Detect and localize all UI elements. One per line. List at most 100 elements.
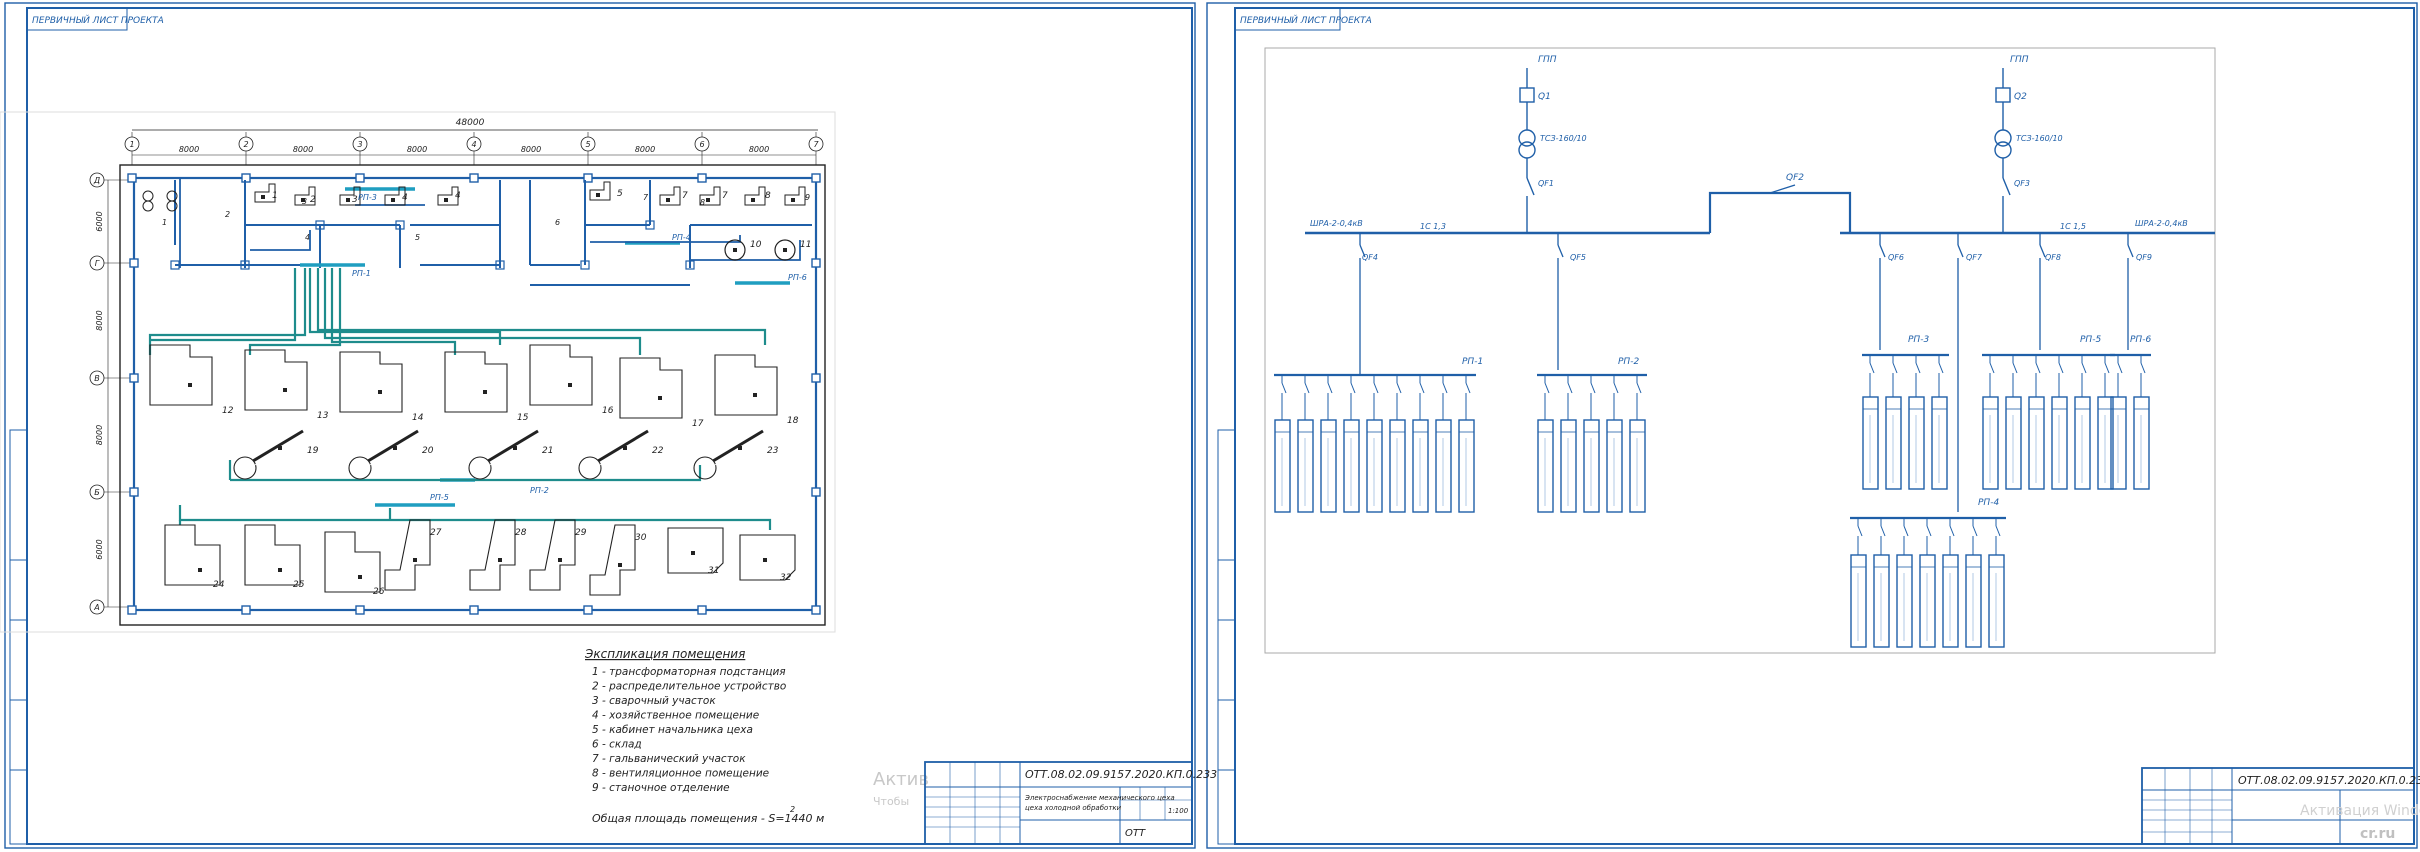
machine-outline <box>744 186 766 206</box>
column-axis-label: 7 <box>813 140 819 149</box>
load-box <box>1560 419 1577 513</box>
breaker-blade <box>2039 244 2046 258</box>
load-box <box>2028 396 2045 490</box>
equipment-number-label: 12 <box>222 406 234 416</box>
equipment-connection-point <box>413 558 417 562</box>
area-note: Общая площадь помещения - S=1440 м <box>592 812 824 825</box>
load-box <box>1988 554 2005 648</box>
room-number-label: 6 <box>555 218 560 227</box>
legend-item: 8 - вентиляционное помещение <box>592 768 769 780</box>
tr2-label: ТСЗ-160/10 <box>2016 134 2063 143</box>
title-block-1 <box>924 761 1193 845</box>
equipment-connection-point <box>666 198 670 202</box>
equipment-number-label: 28 <box>515 528 527 538</box>
load-box <box>1412 419 1429 513</box>
panel-breaker <box>2058 362 2064 374</box>
column-axis-label: 5 <box>585 140 590 149</box>
panel-breaker <box>1613 382 1619 394</box>
equipment-connection-point <box>393 446 397 450</box>
gpp1-label: ГПП <box>1538 55 1557 65</box>
room-number-label: 4 <box>305 233 310 242</box>
rp2-label: РП-2 <box>1618 357 1639 367</box>
load-box <box>1343 419 1360 513</box>
row-axis-label: Г <box>95 259 100 268</box>
equipment-number-label: 21 <box>542 446 553 456</box>
equipment-connection-point <box>261 195 265 199</box>
room-number-label: 1 <box>162 218 167 227</box>
busbars <box>300 187 790 507</box>
equipment-connection-point <box>278 446 282 450</box>
building-column <box>129 373 139 383</box>
panel-breaker <box>1857 525 1863 537</box>
row-axis-label: В <box>94 374 100 383</box>
equipment-connection-point <box>378 390 382 394</box>
building-column <box>697 605 707 615</box>
equipment-number-label: 10 <box>750 240 762 250</box>
building-column <box>811 173 821 183</box>
sheet1-frame <box>4 2 1196 849</box>
legend-item: 1 - трансформаторная подстанция <box>592 666 786 678</box>
row-axis-marker <box>89 255 105 271</box>
machine-outline <box>739 534 796 581</box>
machine-outline <box>589 181 611 201</box>
qf8-label: QF8 <box>2045 253 2061 262</box>
equipment-number-label: 13 <box>317 411 329 421</box>
panel-breaker <box>1949 525 1955 537</box>
sheet1-stamp: ПЕРВИЧНЫЙ ЛИСТ ПРОЕКТА <box>32 14 164 26</box>
machine-outline <box>324 531 381 593</box>
qf9-label: QF9 <box>2136 253 2152 262</box>
equipment-number-label: 31 <box>708 566 719 576</box>
panel-breaker <box>1442 382 1448 394</box>
column-axis-marker <box>580 136 596 152</box>
equipment-connection-point <box>498 558 502 562</box>
title-org-1: ОТТ <box>1125 828 1146 839</box>
load-box <box>1942 554 1959 648</box>
equipment-connection-point <box>658 396 662 400</box>
panel-breaker <box>1350 382 1356 394</box>
rp4-label: РП-4 <box>1978 498 1999 508</box>
building-column <box>697 173 707 183</box>
cable-routes <box>148 268 772 530</box>
panel-breaker <box>1373 382 1379 394</box>
title-block-2 <box>2141 767 2415 845</box>
qf5-label: QF5 <box>1570 253 1586 262</box>
panel-breaker <box>1281 382 1287 394</box>
column-axis-label: 1 <box>129 140 134 149</box>
building-column <box>355 605 365 615</box>
title-desc-1a: Электроснабжение механического цеха <box>1024 794 1175 802</box>
row-axis-label: Д <box>93 176 100 185</box>
equipment-connection-point <box>198 568 202 572</box>
equipment-connection-point <box>483 390 487 394</box>
q1-label: Q1 <box>1538 92 1551 102</box>
panel-breaker <box>1396 382 1402 394</box>
machine-outline <box>254 183 276 203</box>
column-axis-marker <box>808 136 824 152</box>
panel-breaker <box>1995 525 2001 537</box>
building-column <box>355 173 365 183</box>
machine-outline <box>469 519 516 591</box>
dimension-span-label: 8000 <box>749 145 769 154</box>
panel-breaker <box>1880 525 1886 537</box>
dimension-span-label: 8000 <box>635 145 655 154</box>
equipment-number-label: 2 <box>310 195 316 205</box>
load-box <box>2097 396 2114 490</box>
equipment-number-label: 16 <box>602 406 614 416</box>
load-box <box>1606 419 1623 513</box>
building-column <box>241 605 251 615</box>
row-span-label: 8000 <box>95 425 104 445</box>
dim-total: 48000 <box>456 118 485 128</box>
legend-item: 2 - распределительное устройство <box>592 681 786 693</box>
machine-outline <box>384 519 431 591</box>
load-box <box>2110 396 2127 490</box>
machine-outline <box>714 354 778 416</box>
equipment-number-label: 29 <box>575 528 587 538</box>
dimension-span-label: 8000 <box>407 145 427 154</box>
panel-breaker <box>1327 382 1333 394</box>
panel-breaker <box>2012 362 2018 374</box>
load-box <box>1982 396 1999 490</box>
panel-breaker <box>1869 362 1875 374</box>
equipment-connection-point <box>596 193 600 197</box>
panel-breaker <box>1938 362 1944 374</box>
equipment-connection-point <box>751 198 755 202</box>
q2-label: Q2 <box>2014 92 2027 102</box>
